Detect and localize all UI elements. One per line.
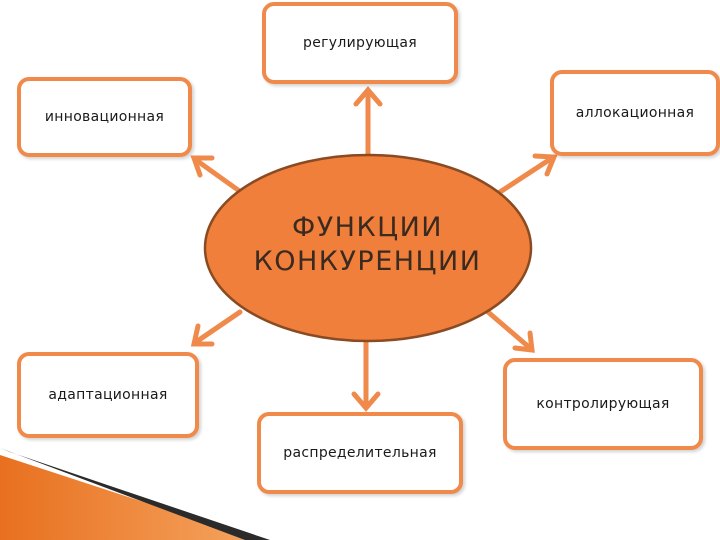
node-top-right-label: аллокационная (575, 105, 695, 121)
node-bottom: распределительная (257, 412, 463, 494)
node-bottom-right: контролирующая (503, 358, 703, 450)
node-top: регулирующая (262, 2, 458, 84)
arrow-to-top-right (497, 155, 555, 195)
node-top-left: инновационная (17, 77, 192, 157)
arrow-head-top-right (532, 153, 558, 177)
node-top-right: аллокационная (550, 70, 720, 156)
node-top-label: регулирующая (303, 35, 417, 51)
arrow-to-bottom-right (485, 309, 533, 351)
arrow-head-bottom-right (512, 330, 535, 353)
node-bottom-label: распределительная (283, 445, 437, 461)
center-label: ФУНКЦИИ КОНКУРЕНЦИИ (205, 205, 530, 285)
arrow-to-bottom-left (193, 309, 243, 345)
node-bottom-left-label: адаптационная (48, 387, 168, 403)
center-label-line2: КОНКУРЕНЦИИ (253, 246, 482, 277)
center-label-line1: ФУНКЦИИ (291, 212, 444, 243)
arrow-head-bottom (351, 391, 381, 412)
arrow-head-top (353, 86, 383, 107)
node-bottom-left: адаптационная (17, 352, 199, 438)
node-top-left-label: инновационная (44, 109, 165, 125)
arrow-to-top-left (193, 157, 241, 193)
arrow-head-bottom-left (190, 323, 215, 347)
arrow-head-top-left (190, 155, 215, 178)
center-ellipse (203, 153, 533, 343)
node-bottom-right-label: контролирующая (536, 396, 670, 412)
